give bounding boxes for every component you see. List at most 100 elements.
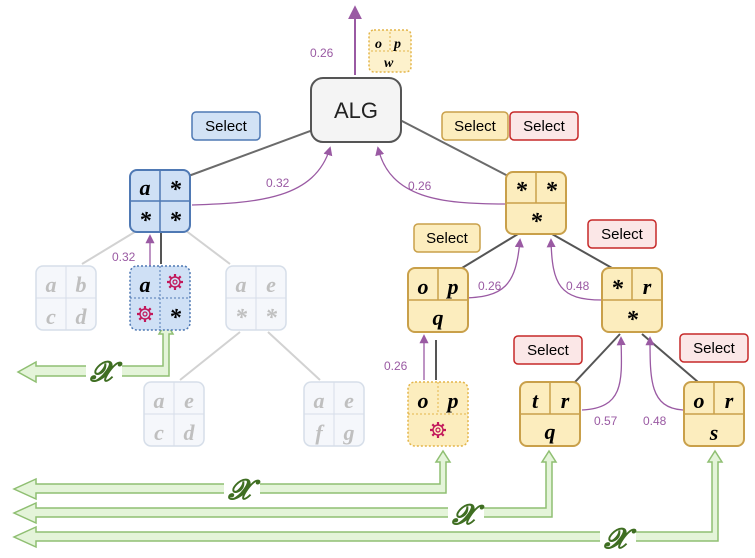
cell-a: a	[140, 175, 151, 200]
select-button-yellow-root[interactable]: Select	[441, 111, 509, 141]
cell-star: *	[265, 305, 278, 331]
edge-right-trq	[574, 333, 621, 383]
select-button-opq[interactable]: Select	[413, 223, 481, 253]
node-gray-ae-fg: a e f g	[303, 381, 365, 447]
weight-blue-alg: 0.32	[266, 176, 290, 190]
weight-trq: 0.57	[594, 414, 618, 428]
x-arrows	[12, 320, 724, 549]
cell-c: c	[154, 420, 164, 445]
cell-g: g	[343, 420, 355, 445]
cell-star: *	[545, 178, 558, 204]
node-yellow-right: * r *	[601, 267, 663, 333]
cell-o: o	[418, 388, 429, 413]
cell-star: *	[515, 178, 528, 204]
weight-top-output: 0.26	[310, 46, 334, 60]
arrow-blue-alg	[191, 146, 333, 206]
svg-text:Select: Select	[527, 342, 570, 359]
output-cell-p: p	[393, 37, 401, 52]
x-arrow-op	[12, 449, 452, 501]
cell-star: *	[139, 208, 152, 234]
cell-a: a	[154, 388, 165, 413]
node-yellow-root: * * *	[505, 171, 567, 235]
arrow-ors-right	[645, 336, 684, 411]
edge-gray-ae-cd	[179, 331, 241, 381]
arrow-opq-yellow	[459, 238, 524, 299]
cell-t: t	[532, 388, 539, 413]
cell-c: c	[46, 304, 56, 329]
alg-node: ALG	[310, 77, 402, 143]
node-yellow-op-bottom: o p	[407, 381, 469, 447]
cell-s: s	[709, 420, 719, 445]
alg-label: ALG	[334, 98, 378, 123]
arrow-right-yellow	[546, 238, 603, 301]
cell-star: *	[169, 208, 182, 234]
cell-p: p	[446, 388, 459, 413]
svg-text:Select: Select	[693, 340, 736, 357]
cell-r: r	[725, 388, 734, 413]
weight-opq: 0.26	[478, 279, 502, 293]
cell-d: d	[76, 304, 88, 329]
weight-blue-child: 0.32	[112, 250, 136, 264]
svg-text:Select: Select	[426, 230, 469, 247]
cell-o: o	[694, 388, 705, 413]
select-button-trq[interactable]: Select	[513, 335, 583, 365]
weight-op-bottom: 0.26	[384, 359, 408, 373]
output-cell-o: o	[375, 37, 382, 52]
cell-r: r	[643, 274, 652, 299]
edge-yellow-opq	[461, 233, 519, 269]
arrow-yellow-alg	[375, 146, 506, 205]
svg-text:Select: Select	[454, 118, 497, 135]
cell-a: a	[140, 272, 151, 297]
cell-e: e	[266, 272, 276, 297]
cell-q: q	[433, 305, 444, 330]
node-gray-ab-cd: a b c d	[35, 265, 97, 331]
select-button-right[interactable]: Select	[587, 219, 657, 249]
cell-o: o	[418, 274, 429, 299]
edge-blue-gray-left	[81, 229, 139, 265]
x-arrow-ors	[12, 449, 724, 549]
weight-arrows	[145, 5, 684, 411]
arrow-trq-right	[581, 336, 626, 411]
edge-blue-gray-right	[184, 229, 231, 265]
node-gray-ae-cd: a e c d	[143, 381, 205, 447]
select-button-red-root[interactable]: Select	[509, 111, 579, 141]
svg-text:Select: Select	[205, 118, 248, 135]
cell-d: d	[184, 420, 196, 445]
cell-star: *	[235, 305, 248, 331]
node-yellow-ors: o r s	[683, 381, 745, 447]
cell-star: *	[611, 276, 624, 302]
cell-e: e	[344, 388, 354, 413]
edge-gray-ae-fg	[267, 331, 321, 381]
edge-alg-yellow	[399, 119, 513, 179]
output-cell-w: w	[384, 56, 394, 71]
select-button-blue[interactable]: Select	[191, 111, 261, 141]
weight-yellow-alg: 0.26	[408, 179, 432, 193]
svg-text:Select: Select	[601, 226, 644, 243]
cell-star: *	[626, 307, 639, 333]
node-yellow-opq: o p q	[407, 267, 469, 333]
tree-edges	[81, 119, 699, 383]
x-arrow-trq	[12, 449, 558, 525]
select-button-ors[interactable]: Select	[679, 333, 749, 363]
node-gray-ae-star: a e * *	[225, 265, 287, 331]
cell-f: f	[315, 420, 325, 445]
edge-yellow-right	[551, 233, 613, 269]
cell-star: *	[169, 305, 182, 331]
svg-text:Select: Select	[523, 118, 566, 135]
cell-b: b	[76, 272, 87, 297]
weight-ors: 0.48	[643, 414, 667, 428]
node-blue-child: a *	[129, 265, 191, 331]
cell-p: p	[446, 274, 459, 299]
weight-right: 0.48	[566, 279, 590, 293]
cell-a: a	[236, 272, 247, 297]
cell-e: e	[184, 388, 194, 413]
node-blue-root: a * * *	[129, 169, 191, 234]
output-tile: o p w	[368, 29, 412, 73]
cell-a: a	[314, 388, 325, 413]
cell-star: *	[169, 177, 182, 203]
cell-star: *	[530, 209, 543, 235]
cell-a: a	[46, 272, 57, 297]
cell-q: q	[545, 419, 556, 444]
cell-r: r	[561, 388, 570, 413]
